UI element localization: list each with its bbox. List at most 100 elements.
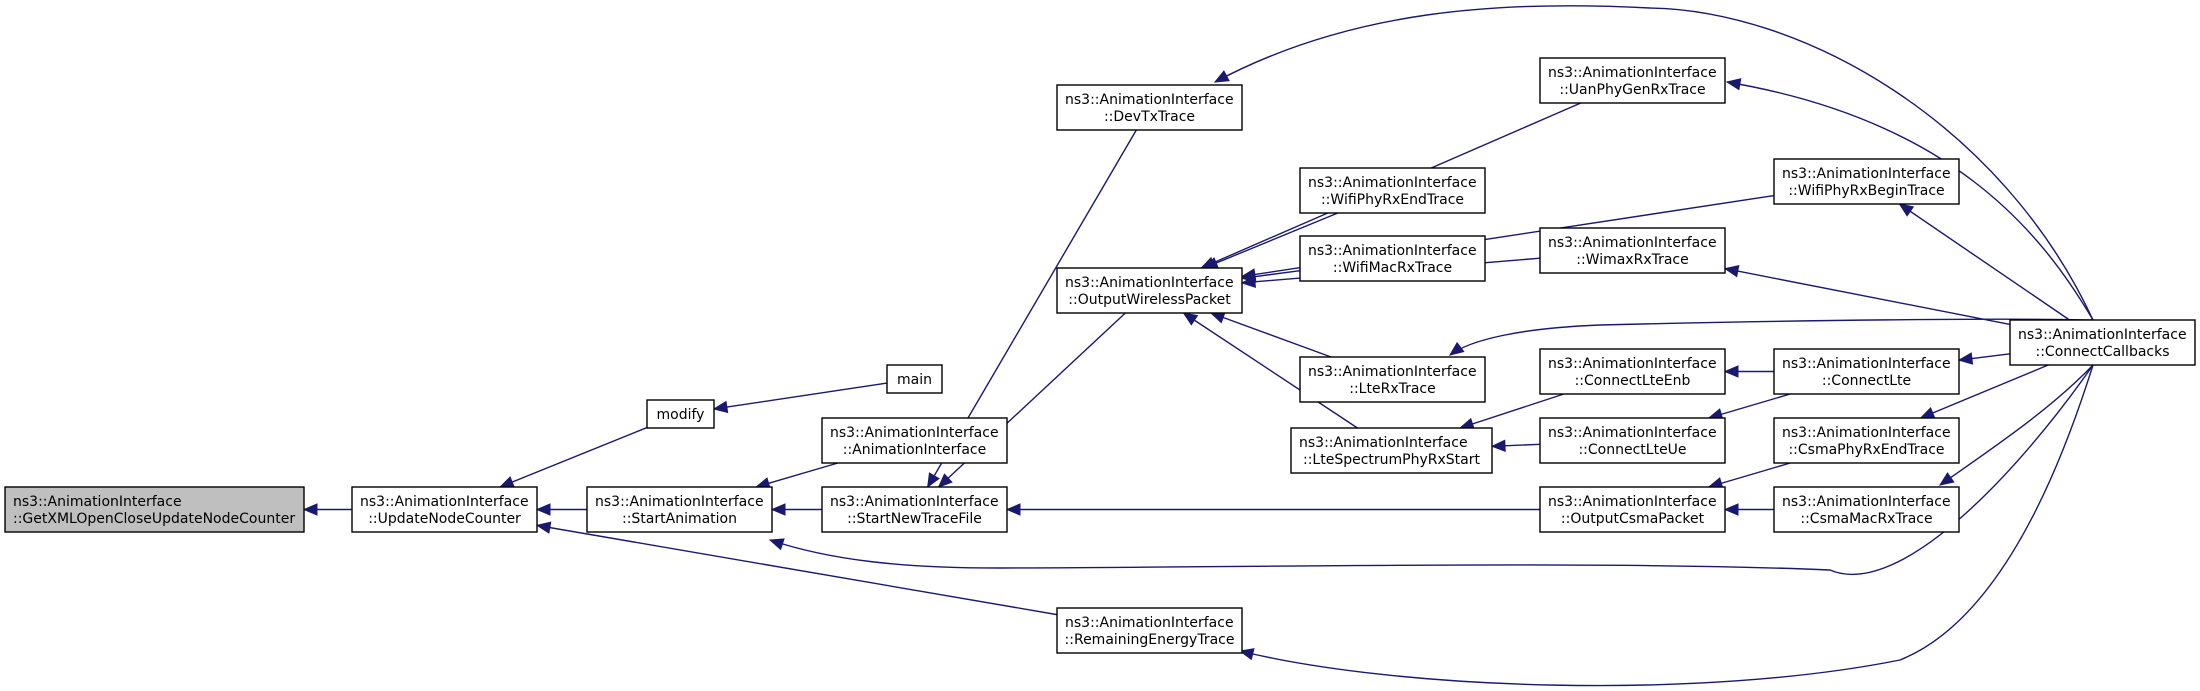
node-label-line: ::LteRxTrace (1349, 381, 1436, 397)
edge-arrowhead (1957, 352, 1974, 365)
edge-clteenb-to-ltespec (1459, 393, 1565, 429)
node-box (1539, 417, 1726, 464)
node-box (1056, 84, 1243, 131)
edge-arrowhead (1448, 341, 1465, 356)
node-label-line: ns3::AnimationInterface (1548, 356, 1717, 372)
node-root[interactable]: ns3::AnimationInterface::GetXMLOpenClose… (4, 486, 305, 533)
node-label-line: ::WifiMacRxTrace (1333, 260, 1452, 276)
edge-wpre-to-owp (1203, 212, 1339, 269)
edge-cc-to-wprbt (1899, 203, 2070, 321)
node-main[interactable]: main (886, 364, 943, 394)
node-clte[interactable]: ns3::AnimationInterface::ConnectLte (1773, 348, 1960, 395)
node-cc[interactable]: ns3::AnimationInterface::ConnectCallback… (2009, 319, 2196, 366)
edge-arrowhead (712, 400, 729, 414)
node-label-line: ns3::AnimationInterface (2018, 327, 2187, 343)
edge-arrowhead (927, 472, 940, 489)
node-label-line: ::ConnectLteUe (1578, 442, 1686, 458)
node-box (1773, 158, 1960, 205)
node-box (1539, 57, 1726, 104)
node-box (1773, 417, 1960, 464)
node-label-line: ::LteSpectrumPhyRxStart (1303, 452, 1481, 468)
node-label-line: ns3::AnimationInterface (1782, 166, 1951, 182)
node-unc[interactable]: ns3::AnimationInterface::UpdateNodeCount… (351, 486, 538, 533)
node-box (1539, 348, 1726, 395)
node-label-line: ns3::AnimationInterface (1782, 425, 1951, 441)
node-label-line: ns3::AnimationInterface (1782, 356, 1951, 372)
node-label-line: ::StartAnimation (622, 511, 737, 527)
node-label-line: ns3::AnimationInterface (1308, 364, 1477, 380)
edge-arrowhead (1240, 275, 1256, 288)
node-label-line: ns3::AnimationInterface (1308, 243, 1477, 259)
node-label-line: ns3::AnimationInterface (830, 425, 999, 441)
node-label-line: ::WimaxRxTrace (1576, 252, 1689, 268)
node-box (351, 486, 538, 533)
node-ret[interactable]: ns3::AnimationInterface::RemainingEnergy… (1056, 607, 1243, 654)
node-box (821, 417, 1008, 464)
node-label-line: ::RemainingEnergyTrace (1065, 632, 1235, 648)
node-label-line: ::CsmaMacRxTrace (1800, 511, 1932, 527)
edge-ret-to-unc (536, 524, 1058, 616)
node-label-line: modify (657, 407, 705, 423)
node-cpre[interactable]: ns3::AnimationInterface::CsmaPhyRxEndTra… (1773, 417, 1960, 464)
node-label-line: ns3::AnimationInterface (1065, 275, 1234, 291)
node-label-line: ::OutputWirelessPacket (1068, 292, 1231, 308)
node-label-line: ::CsmaPhyRxEndTrace (1788, 442, 1944, 458)
node-label-line: ::UanPhyGenRxTrace (1559, 82, 1705, 98)
edge-arrowhead (1213, 70, 1230, 83)
node-box (646, 399, 715, 429)
edge-arrowhead (1723, 365, 1739, 378)
node-label-line: ns3::AnimationInterface (595, 494, 764, 510)
edge-arrowhead (1209, 311, 1226, 324)
node-wprbt[interactable]: ns3::AnimationInterface::WifiPhyRxBeginT… (1773, 158, 1960, 205)
edge-arrowhead (1898, 203, 1915, 217)
node-ocsma[interactable]: ns3::AnimationInterface::OutputCsmaPacke… (1539, 486, 1726, 533)
edge-main-to-modify (713, 382, 888, 410)
node-owp[interactable]: ns3::AnimationInterface::OutputWirelessP… (1056, 267, 1243, 314)
node-modify[interactable]: modify (646, 399, 715, 429)
node-label-line: ns3::AnimationInterface (1548, 65, 1717, 81)
node-box (1539, 227, 1726, 274)
node-box (1773, 486, 1960, 533)
edge-arrowhead (535, 521, 552, 534)
node-label-line: ::ConnectLte (1822, 373, 1911, 389)
node-clteenb[interactable]: ns3::AnimationInterface::ConnectLteEnb (1539, 348, 1726, 395)
edge-arrowhead (770, 503, 786, 516)
edge-cpre-to-ocsma (1708, 462, 1791, 488)
edge-cc-to-ret (1239, 364, 2094, 687)
node-label-line: ns3::AnimationInterface (830, 494, 999, 510)
edge-arrowhead (1919, 407, 1936, 419)
edge-cc-to-wimax (1724, 267, 2011, 326)
edge-arrowhead (535, 503, 551, 516)
node-box (1299, 235, 1486, 282)
edge-arrowhead (1238, 648, 1255, 661)
node-cmr[interactable]: ns3::AnimationInterface::CsmaMacRxTrace (1773, 486, 1960, 533)
edge-cc-to-uan (1726, 81, 2094, 321)
node-label-line: ns3::AnimationInterface (1782, 494, 1951, 510)
node-label-line: ::ConnectCallbacks (2035, 344, 2169, 360)
edge-arrowhead (1005, 503, 1021, 516)
edge-arrowhead (1938, 472, 1955, 486)
node-label-line: ::WifiPhyRxEndTrace (1321, 192, 1464, 208)
edge-clte-to-clteue (1708, 393, 1791, 419)
nodes: ns3::AnimationInterface::GetXMLOpenClose… (4, 57, 2196, 654)
node-sa[interactable]: ns3::AnimationInterface::StartAnimation (586, 486, 773, 533)
node-ai[interactable]: ns3::AnimationInterface::AnimationInterf… (821, 417, 1008, 464)
node-ltespec[interactable]: ns3::AnimationInterface::LteSpectrumPhyR… (1290, 427, 1493, 474)
node-label-line: ns3::AnimationInterface (1548, 425, 1717, 441)
node-label-line: ns3::AnimationInterface (13, 494, 182, 510)
node-wimax[interactable]: ns3::AnimationInterface::WimaxRxTrace (1539, 227, 1726, 274)
node-lterx[interactable]: ns3::AnimationInterface::LteRxTrace (1299, 356, 1486, 403)
node-sntf[interactable]: ns3::AnimationInterface::StartNewTraceFi… (821, 486, 1008, 533)
node-uan[interactable]: ns3::AnimationInterface::UanPhyGenRxTrac… (1539, 57, 1726, 104)
node-wmr[interactable]: ns3::AnimationInterface::WifiMacRxTrace (1299, 235, 1486, 282)
node-label-line: ::WifiPhyRxBeginTrace (1788, 183, 1944, 199)
node-devtx[interactable]: ns3::AnimationInterface::DevTxTrace (1056, 84, 1243, 131)
node-label-line: ns3::AnimationInterface (1548, 494, 1717, 510)
node-wpre[interactable]: ns3::AnimationInterface::WifiPhyRxEndTra… (1299, 167, 1486, 214)
node-clteue[interactable]: ns3::AnimationInterface::ConnectLteUe (1539, 417, 1726, 464)
edge-ai-to-sa (755, 462, 839, 488)
node-box (886, 364, 943, 394)
edge-arrowhead (1723, 503, 1739, 516)
edge-ltespec-to-owp (1183, 312, 1358, 429)
edge-arrowhead (768, 538, 785, 551)
